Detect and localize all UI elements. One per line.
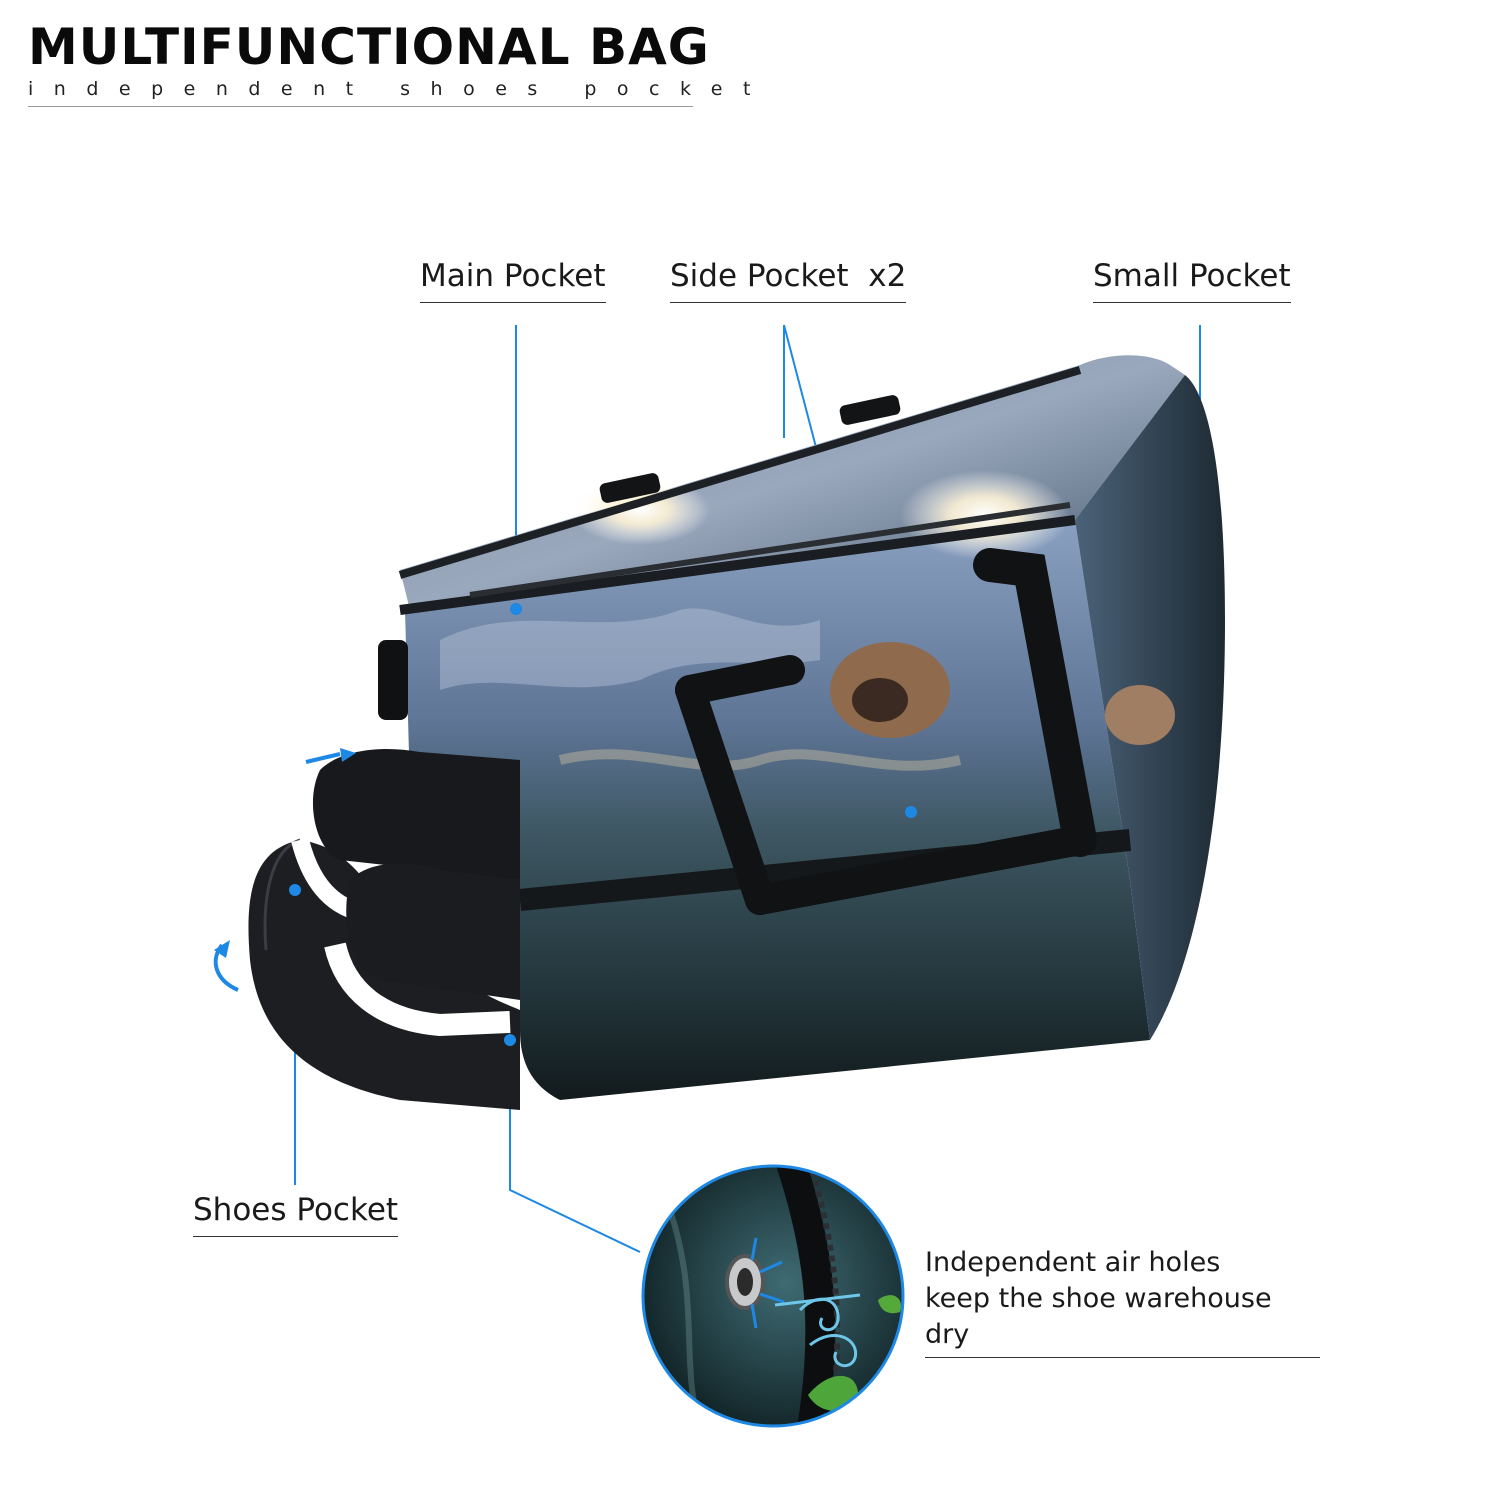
- air-holes-caption: Independent air holes keep the shoe ware…: [925, 1245, 1320, 1358]
- air-holes-detail: [641, 1164, 905, 1428]
- small-pocket-label: Small Pocket: [1093, 258, 1291, 303]
- product-title: MULTIFUNCTIONAL BAG: [28, 18, 710, 76]
- air-holes-line-2: keep the shoe warehouse dry: [925, 1283, 1272, 1350]
- shoes: [291, 749, 520, 1037]
- side-pocket-label: Side Pocket x2: [670, 258, 907, 303]
- duffel-bag: [378, 355, 1225, 1100]
- air-holes-line-1: Independent air holes: [925, 1247, 1221, 1278]
- product-subtitle: independent shoes pocket: [28, 78, 750, 107]
- side-pocket-text: Side Pocket x2: [670, 258, 907, 294]
- main-pocket-label: Main Pocket: [420, 258, 606, 303]
- arrow-icon: [213, 748, 356, 992]
- shoes-pocket-label: Shoes Pocket: [193, 1192, 399, 1237]
- callout-dots: [289, 603, 917, 1046]
